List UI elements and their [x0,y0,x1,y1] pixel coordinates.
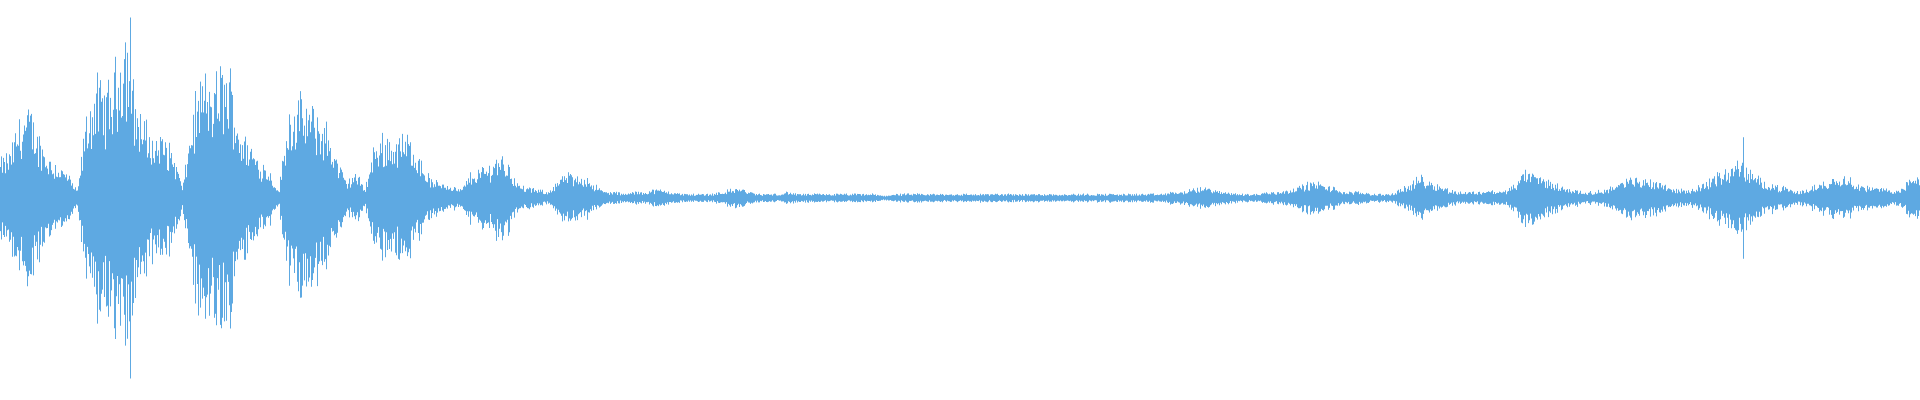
waveform-bars [0,17,1920,379]
waveform-path [0,42,1920,346]
